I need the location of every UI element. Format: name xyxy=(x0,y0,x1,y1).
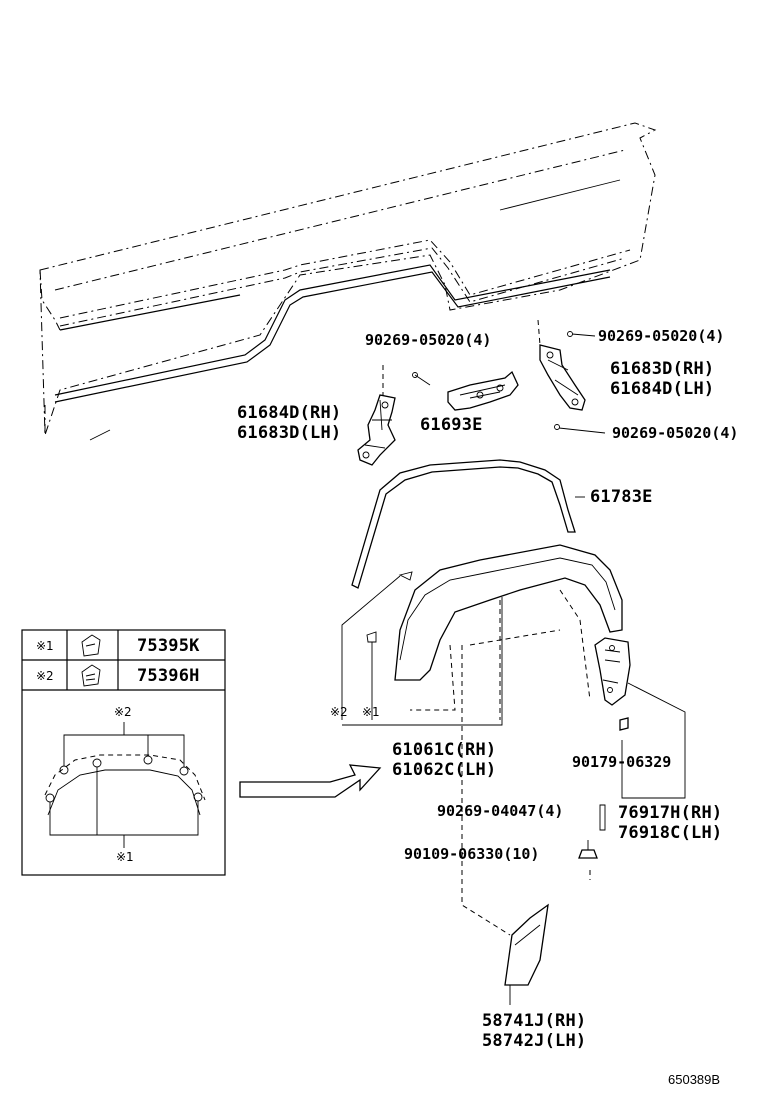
label-flare-lh: 61062C(LH) xyxy=(392,760,496,780)
clip-icon-2 xyxy=(81,664,101,687)
inset-mark-bottom: ※1 xyxy=(116,850,134,864)
label-nut: 90109-06330(10) xyxy=(404,845,539,863)
label-bracket-lh-right: 61684D(LH) xyxy=(610,379,714,399)
label-bracket-lh-left: 61683D(LH) xyxy=(237,423,341,443)
inset-mark-top: ※2 xyxy=(114,705,132,719)
clip-part-2: 75396H xyxy=(137,666,200,686)
label-screw: 90179-06329 xyxy=(572,753,671,771)
clip-mark-2: ※2 xyxy=(36,669,54,683)
label-weatherstrip: 61783E xyxy=(590,487,653,507)
mudguard-bracket xyxy=(594,637,686,799)
label-mudflap-rh: 58741J(RH) xyxy=(482,1011,586,1031)
label-bolt-top-right: 90269-05020(4) xyxy=(598,327,724,345)
bracket-left xyxy=(357,365,396,466)
bracket-right xyxy=(537,319,606,434)
label-bracket-rh-left: 61684D(RH) xyxy=(237,403,341,423)
flare-mark-1: ※1 xyxy=(362,705,380,719)
mud-flap xyxy=(461,645,549,1005)
diagram-code: 650389B xyxy=(668,1072,720,1087)
flare-mark-2: ※2 xyxy=(330,705,348,719)
label-bolt-lower: 90269-04047(4) xyxy=(437,802,563,820)
label-bracket-rh-right: 61683D(RH) xyxy=(610,359,714,379)
label-mudguard-lh: 76918C(LH) xyxy=(618,823,722,843)
clip-icon-1 xyxy=(81,634,101,657)
lower-fasteners xyxy=(578,804,606,880)
bed-side-panel xyxy=(39,122,657,441)
clip-table xyxy=(21,629,226,876)
label-bolt-mid-right: 90269-05020(4) xyxy=(612,424,738,442)
arrow xyxy=(239,764,382,798)
bracket-center xyxy=(412,370,519,411)
label-center-bracket: 61693E xyxy=(420,415,483,435)
clip-part-1: 75395K xyxy=(137,636,200,656)
label-flare-rh: 61061C(RH) xyxy=(392,740,496,760)
fender-flare xyxy=(366,544,623,720)
label-mudflap-lh: 58742J(LH) xyxy=(482,1031,586,1051)
label-bolt-top-center: 90269-05020(4) xyxy=(365,331,491,349)
flare-leaders xyxy=(341,575,503,726)
label-mudguard-rh: 76917H(RH) xyxy=(618,803,722,823)
weatherstrip xyxy=(351,459,585,589)
clip-mark-1: ※1 xyxy=(36,639,54,653)
